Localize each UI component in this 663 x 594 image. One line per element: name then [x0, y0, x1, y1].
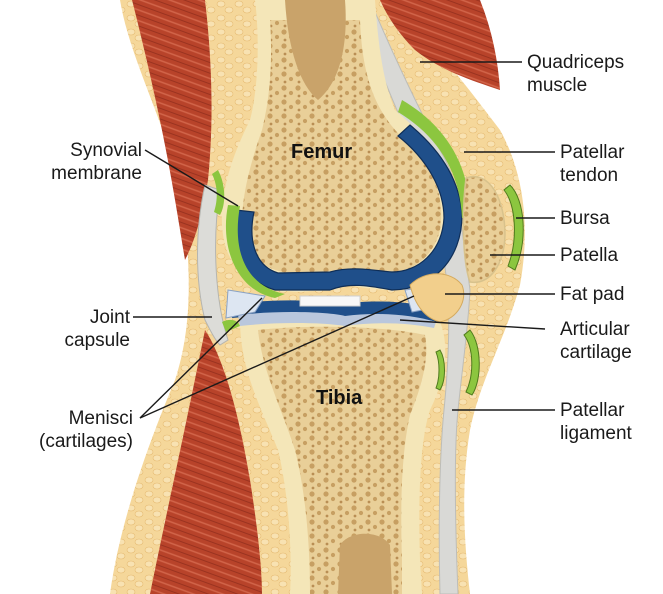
joint-space	[300, 296, 360, 306]
quadriceps-label: Quadriceps muscle	[527, 51, 624, 97]
tibia-marrow-cavity	[338, 534, 392, 594]
articular-cartilage-label-line1: Articular	[560, 318, 632, 341]
tibia-label: Tibia	[316, 387, 362, 410]
joint-capsule-label: Joint capsule	[65, 306, 131, 352]
quadriceps-label-line2: muscle	[527, 74, 624, 97]
menisci-label-line2: (cartilages)	[39, 430, 133, 453]
menisci-label: Menisci (cartilages)	[39, 407, 133, 453]
patellar-ligament-label: Patellar ligament	[560, 399, 632, 445]
quadriceps-label-line1: Quadriceps	[527, 51, 624, 74]
femur-label: Femur	[291, 141, 352, 164]
bursa-label: Bursa	[560, 207, 610, 230]
fat-pad-label-line1: Fat pad	[560, 283, 624, 306]
patellar-tendon-label-line2: tendon	[560, 164, 624, 187]
articular-cartilage-label-line2: cartilage	[560, 341, 632, 364]
synovial-membrane-label: Synovial membrane	[51, 139, 142, 185]
patellar-ligament-label-line1: Patellar	[560, 399, 632, 422]
patellar-tendon-label: Patellar tendon	[560, 141, 624, 187]
joint-capsule-label-line1: Joint	[65, 306, 131, 329]
synovial-label-line2: membrane	[51, 162, 142, 185]
fat-pad-label: Fat pad	[560, 283, 624, 306]
patellar-ligament-label-line2: ligament	[560, 422, 632, 445]
synovial-label-line1: Synovial	[51, 139, 142, 162]
joint-capsule-label-line2: capsule	[65, 329, 131, 352]
articular-cartilage-label: Articular cartilage	[560, 318, 632, 364]
patellar-tendon-label-line1: Patellar	[560, 141, 624, 164]
bursa-label-line1: Bursa	[560, 207, 610, 230]
patella-label-line1: Patella	[560, 244, 618, 267]
patella-label: Patella	[560, 244, 618, 267]
menisci-label-line1: Menisci	[39, 407, 133, 430]
